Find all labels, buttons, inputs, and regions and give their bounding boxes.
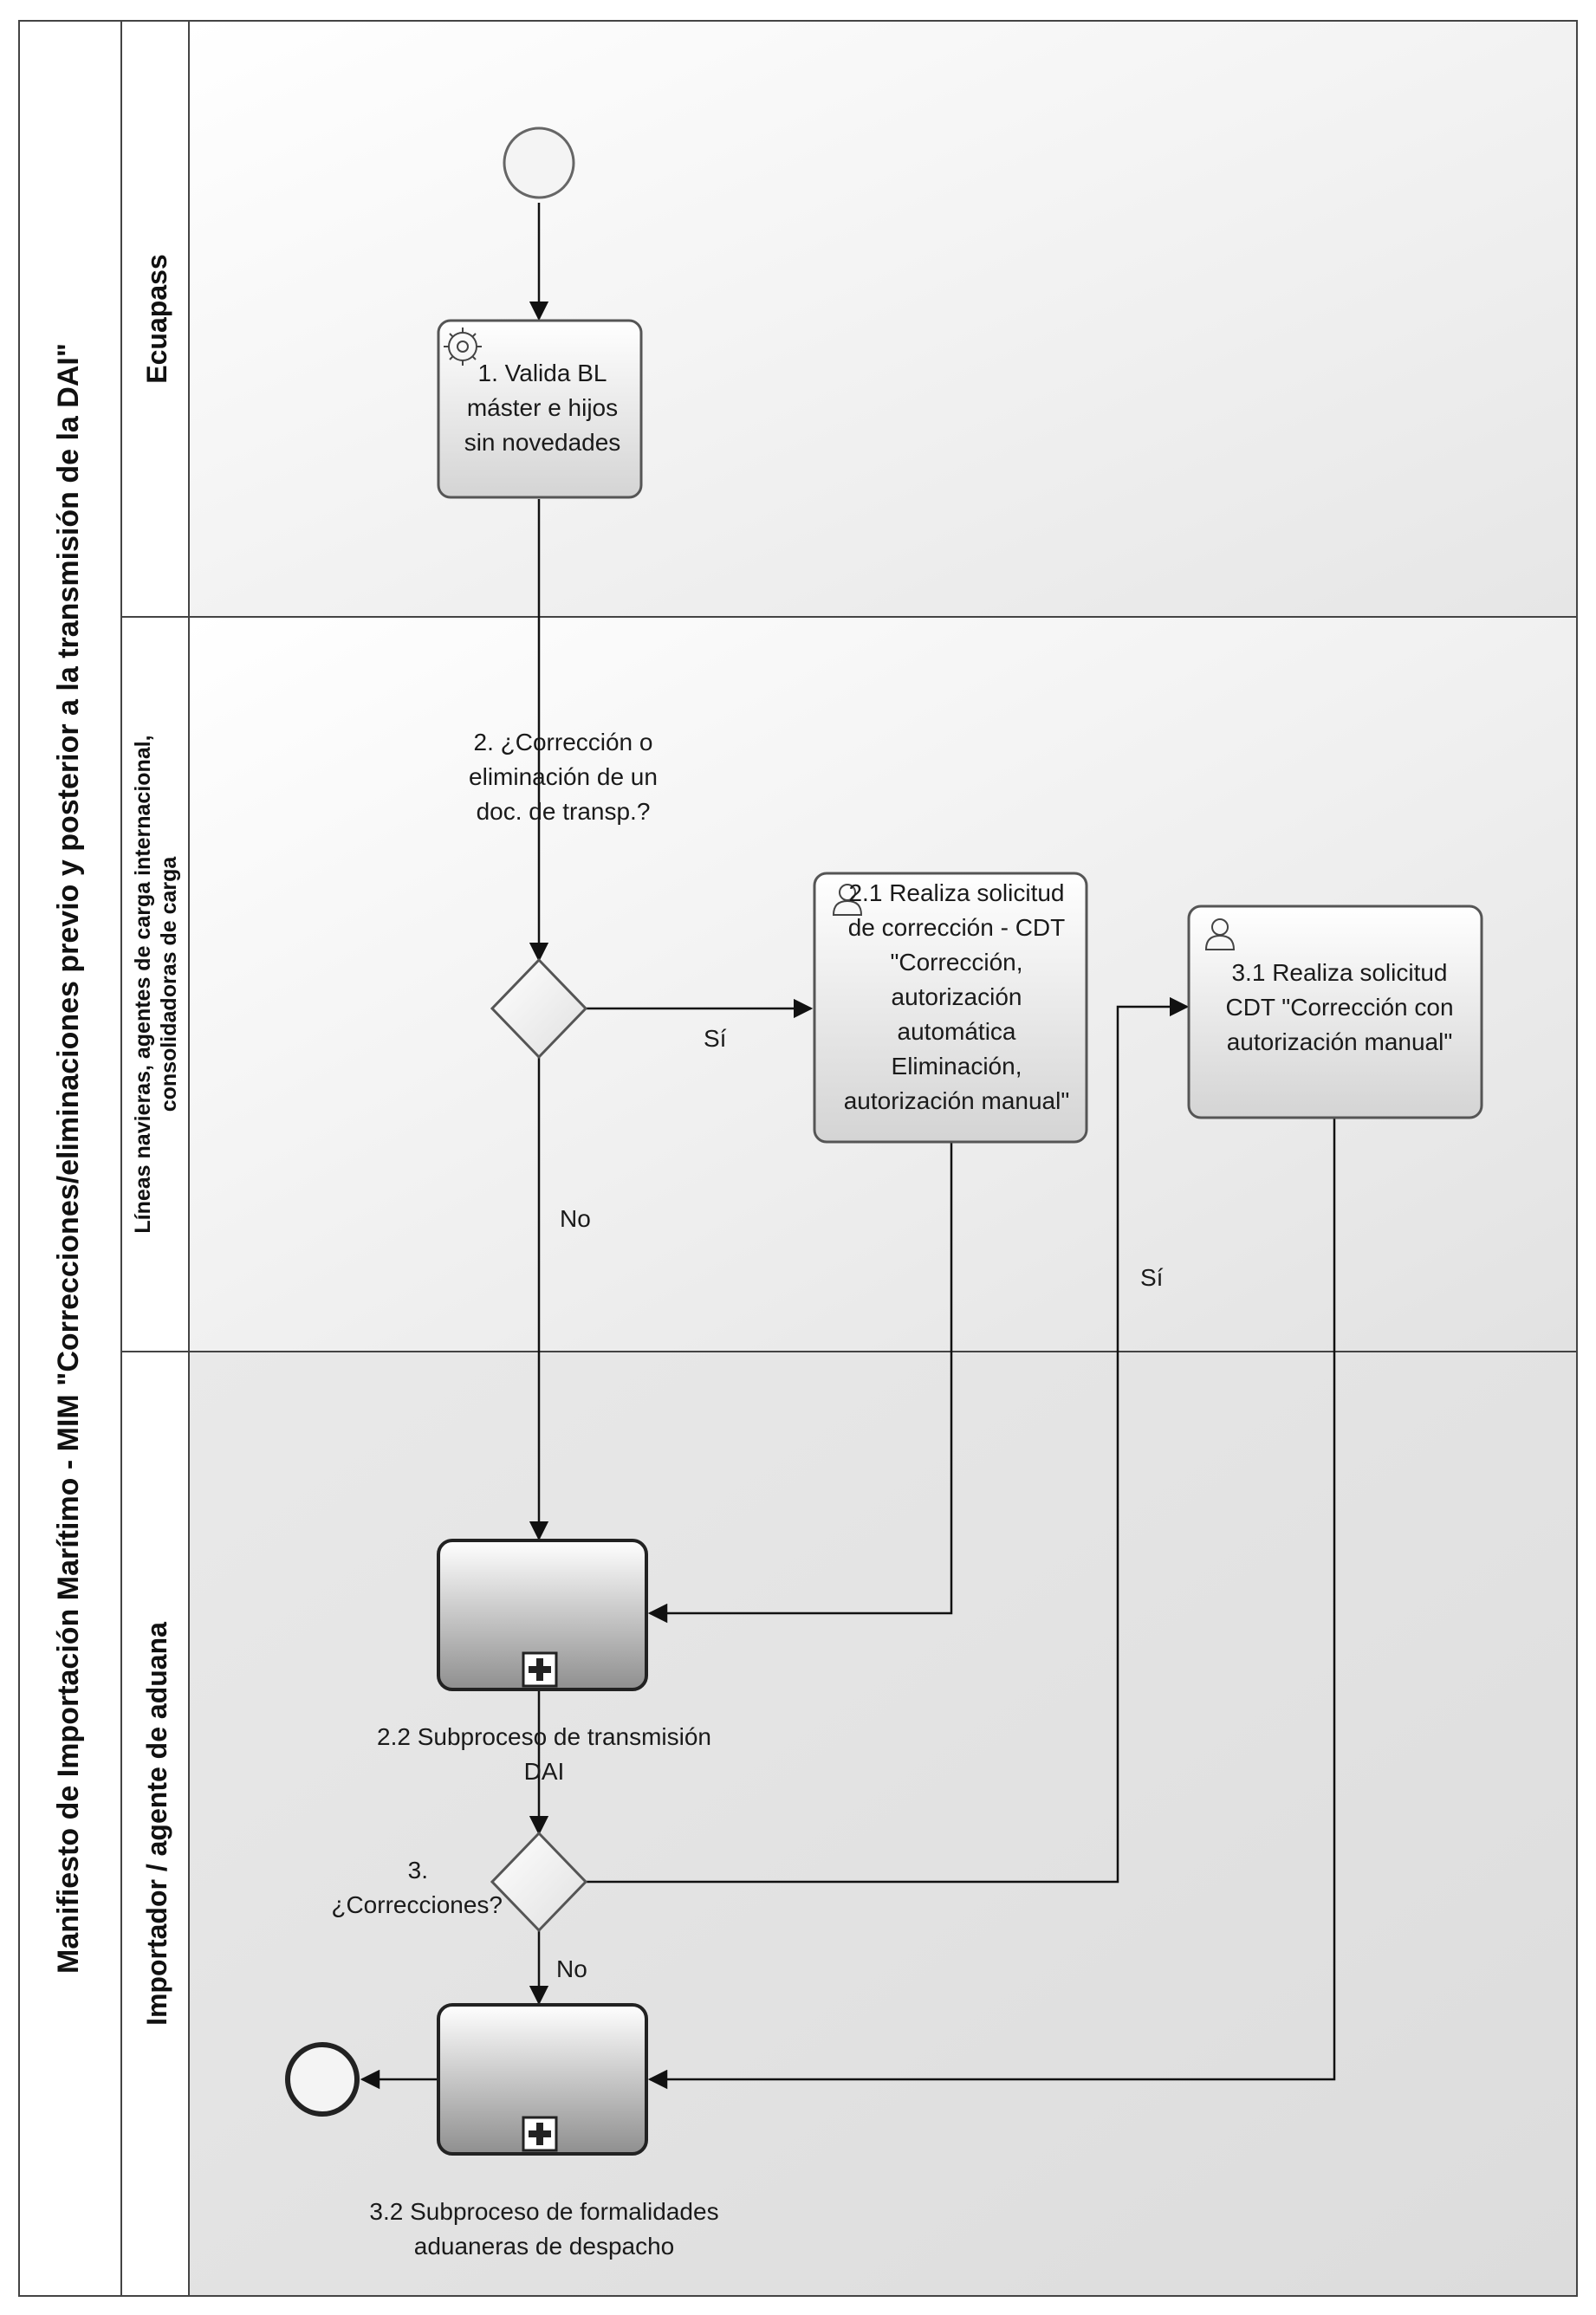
gateway-2[interactable]: [490, 957, 588, 1060]
task-1-line-1: 1. Valida BL: [478, 360, 607, 386]
task-1-box[interactable]: [437, 319, 643, 499]
end-event[interactable]: [285, 2042, 360, 2117]
subprocess-3-2-line-1: 3.2 Subproceso de formalidades: [369, 2198, 718, 2225]
subprocess-3-2-box[interactable]: [437, 2003, 648, 2156]
pool-title-cell: [18, 20, 122, 2297]
task-2-1-line-1: 2.1 Realiza solicitud: [848, 879, 1064, 906]
lane-label-importador: Importador / agente de aduana: [141, 1622, 172, 2026]
lane-importador: [188, 1351, 1578, 2297]
task-3-1-line-2: CDT "Corrección con: [1225, 994, 1453, 1021]
user-icon: [832, 884, 863, 916]
gateway-2-label-line-1: 2. ¿Corrección o: [474, 729, 653, 755]
subprocess-3-2-line-2: aduaneras de despacho: [414, 2233, 674, 2260]
task-1-line-2: máster e hijos: [467, 394, 618, 421]
task-2-1-line-2: de corrección - CDT: [848, 914, 1066, 941]
start-event[interactable]: [503, 126, 575, 199]
task-1-valida-bl[interactable]: 1. Valida BL máster e hijos sin novedade…: [437, 319, 643, 499]
task-2-1-line-3: "Corrección,: [890, 949, 1022, 976]
flow-label-g3-no: No: [556, 1955, 587, 1982]
flow-label-g2-no: No: [560, 1205, 591, 1232]
lane-label-lineas-1: Líneas navieras, agentes de carga intern…: [131, 735, 155, 1233]
subprocess-2-2-box[interactable]: [437, 1539, 648, 1691]
subprocess-3-2-formalidades[interactable]: 3.2 Subproceso de formalidades aduaneras…: [369, 2003, 719, 2260]
task-2-1-line-5: automática: [898, 1018, 1016, 1045]
gateway-2-label-line-3: doc. de transp.?: [477, 798, 651, 825]
subprocess-2-2-transmision-dai[interactable]: 2.2 Subproceso de transmisión DAI: [377, 1539, 711, 1785]
task-3-1-line-3: autorización manual": [1227, 1028, 1453, 1055]
flow-label-g3-yes: Sí: [1140, 1264, 1164, 1291]
task-2-1-box[interactable]: [813, 872, 1088, 1144]
gateway-3-label-line-2: ¿Correcciones?: [331, 1891, 503, 1918]
task-3-1-solicitud-cdt[interactable]: 3.1 Realiza solicitud CDT "Corrección co…: [1187, 905, 1483, 1119]
lane-lineas-header: [120, 616, 190, 1352]
task-2-1-line-6: Eliminación,: [892, 1053, 1022, 1080]
flow-t21-to-t22: [647, 1142, 953, 1624]
pool-title: Manifiesto de Importación Marítimo - MIM…: [52, 343, 85, 1974]
flow-t31-to-t32: [647, 1118, 1336, 2090]
lane-ecuapass-header: [120, 20, 190, 618]
lane-label-lineas-2: consolidadoras de carga: [157, 856, 181, 1112]
task-2-1-line-7: autorización manual": [844, 1087, 1070, 1114]
gateway-3-label-line-1: 3.: [408, 1857, 428, 1884]
lane-ecuapass: [188, 20, 1578, 618]
gateway-2-label: 2. ¿Corrección o eliminación de un doc. …: [469, 729, 658, 825]
gear-icon: [444, 327, 482, 366]
lane-importador-header: [120, 1351, 190, 2297]
subprocess-2-2-line-2: DAI: [524, 1758, 565, 1785]
gateway-2-label-line-2: eliminación de un: [469, 763, 658, 790]
flow-g3-yes: [586, 996, 1190, 1884]
sequence-flows: [360, 203, 1336, 2090]
user-icon: [1204, 918, 1236, 950]
gateway-3[interactable]: [490, 1831, 588, 1933]
task-2-1-solicitud-correccion[interactable]: 2.1 Realiza solicitud de corrección - CD…: [813, 872, 1088, 1144]
plus-icon: [522, 2116, 558, 2152]
lane-label-ecuapass: Ecuapass: [141, 254, 172, 383]
task-2-1-line-4: autorización: [892, 983, 1022, 1010]
task-3-1-box[interactable]: [1187, 905, 1483, 1119]
flow-label-g2-yes: Sí: [704, 1025, 727, 1052]
task-3-1-line-1: 3.1 Realiza solicitud: [1231, 959, 1447, 986]
plus-icon: [522, 1651, 558, 1688]
task-1-line-3: sin novedades: [464, 429, 621, 456]
subprocess-2-2-line-1: 2.2 Subproceso de transmisión: [377, 1723, 711, 1750]
